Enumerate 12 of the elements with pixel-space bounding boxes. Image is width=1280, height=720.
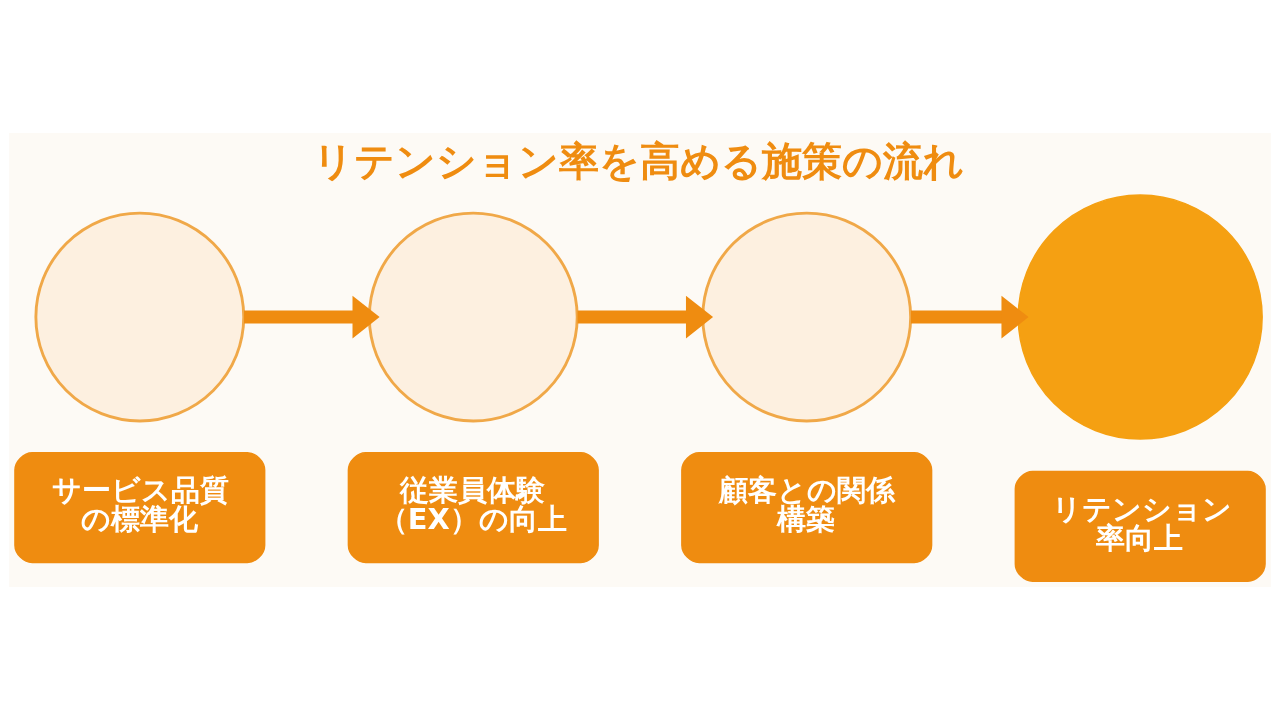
node-circle: [34, 211, 246, 423]
node-circle: [1017, 194, 1263, 440]
node-box: 顧客との関係構築: [681, 452, 933, 564]
arrow: [244, 295, 380, 339]
arrow: [910, 295, 1029, 339]
node-box: 従業員体験（EX）の向上: [347, 452, 599, 564]
node-box: リテンション率向上: [1014, 470, 1266, 582]
diagram-title: リテンション率を高める施策の流れ: [313, 137, 965, 186]
arrow: [577, 295, 714, 339]
node-circle: [701, 211, 913, 423]
node-circle: [367, 211, 579, 423]
node-box: サービス品質の標準化: [14, 452, 266, 564]
